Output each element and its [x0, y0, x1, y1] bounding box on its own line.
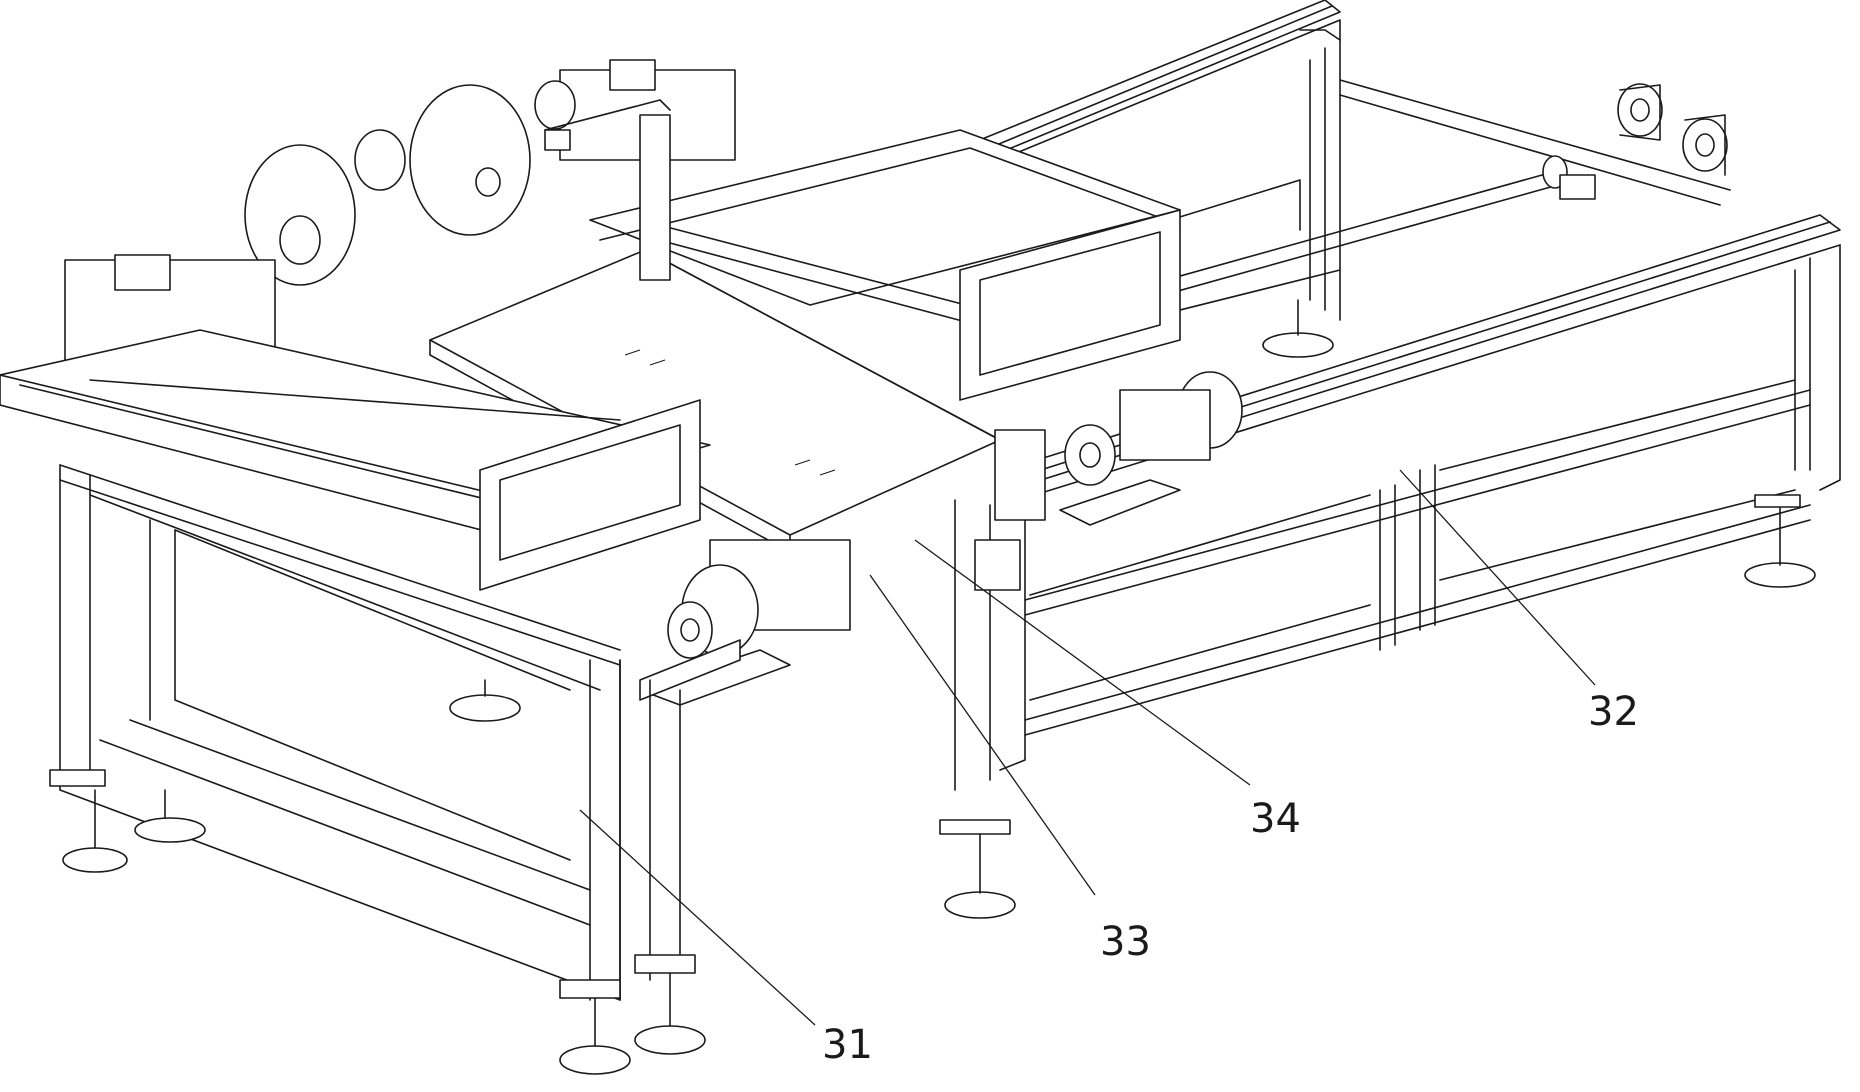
callout-31: 31 [822, 1022, 873, 1068]
right-frame [939, 0, 1841, 919]
left-frame [0, 254, 711, 1075]
center-assembly [244, 59, 1181, 706]
leader-32 [1399, 469, 1596, 686]
callout-33: 33 [1100, 919, 1151, 965]
leader-33 [869, 574, 1096, 896]
callout-leaders [579, 469, 1596, 1026]
leader-31 [579, 809, 816, 1026]
callout-32: 32 [1588, 689, 1639, 735]
callout-34: 34 [1250, 796, 1301, 842]
leader-34 [914, 539, 1251, 786]
callout-labels: 31 32 33 34 [822, 689, 1639, 1068]
